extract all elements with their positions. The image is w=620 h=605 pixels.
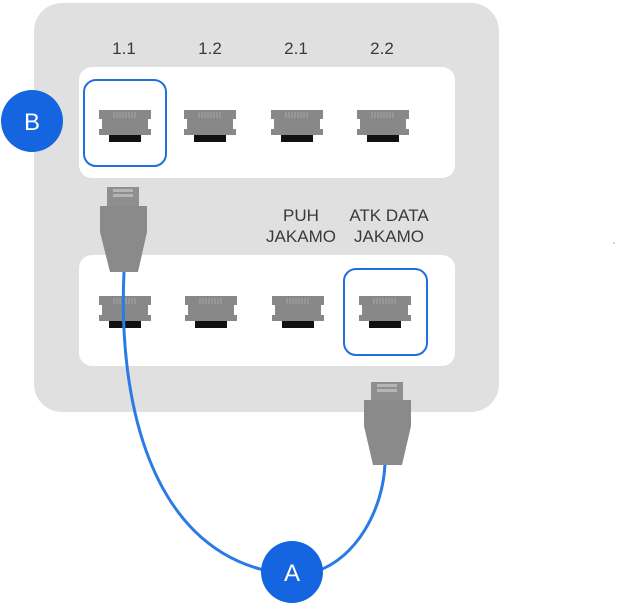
port-label-2-1: 2.1 [284,39,308,58]
port-1-1-highlight [83,79,167,167]
atk-data-jakamo-label-line2: JAKAMO [354,227,424,246]
callout-badge-a: A [261,541,323,603]
atk-data-jakamo-label-line1: ATK DATA [349,206,429,225]
badge-b-letter: B [24,109,40,136]
atk-data-port-highlight [343,268,428,356]
port-label-1-1: 1.1 [112,39,136,58]
callout-badge-b: B [1,90,63,152]
upper-port-strip [79,67,455,178]
port-label-2-2: 2.2 [370,39,394,58]
port-label-1-2: 1.2 [198,39,222,58]
lower-port-strip [79,255,455,366]
stray-dot [613,242,615,244]
puh-jakamo-label-line2: JAKAMO [266,227,336,246]
puh-jakamo-label-line1: PUH [283,206,319,225]
badge-a-letter: A [284,560,300,587]
cable-plug-left [100,187,147,272]
cable-plug-right [364,382,411,465]
ethernet-cable [121,270,387,573]
